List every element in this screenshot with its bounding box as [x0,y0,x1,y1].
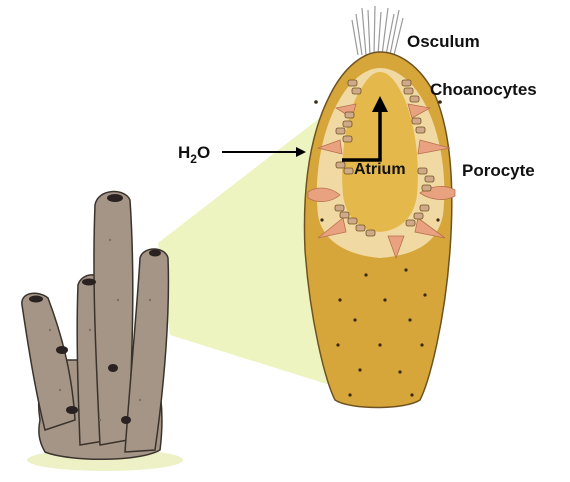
atrium-label: Atrium [354,161,406,178]
tube-top-hole [29,296,43,303]
side-pore [108,364,118,372]
h2o-label: H2O [178,143,210,166]
h2o-label-h: H [178,143,190,162]
osculum-label: Osculum [407,32,480,51]
tube-top-hole [107,194,123,202]
tube-top-hole [149,250,161,257]
osculum-fibers [352,6,403,55]
porocyte-label: Porocyte [462,161,535,180]
tube-sponge [22,192,169,460]
h2o-label-o: O [197,143,210,162]
choanocytes-label: Choanocytes [430,80,537,99]
side-pore [66,406,78,414]
tube-top-hole [82,279,96,286]
side-pore [121,416,131,424]
side-pore [56,346,68,354]
